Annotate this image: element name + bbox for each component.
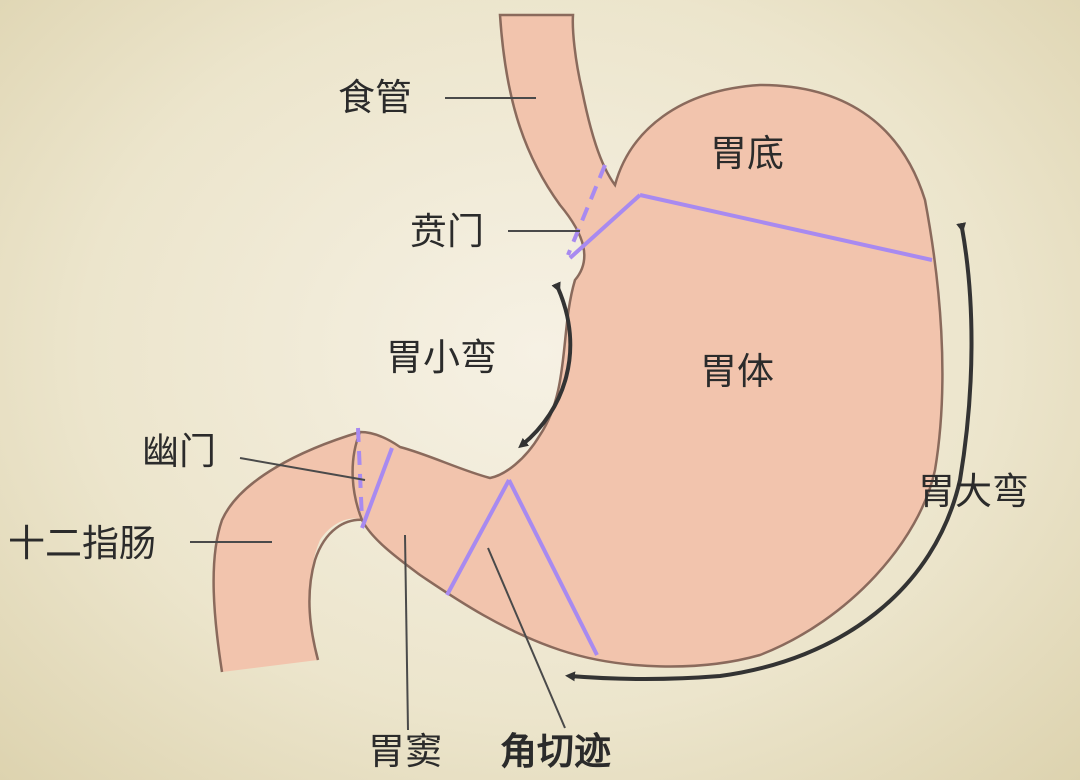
fundus-label: 胃底 (710, 132, 784, 175)
duodenum-outline (212, 430, 361, 673)
pylorus-dashed-line (356, 427, 364, 521)
angular-notch-pointer (487, 547, 566, 729)
greater-curvature-arrow (565, 222, 974, 682)
antrum-label: 胃窦 (368, 730, 442, 773)
cardia-label: 贲门 (410, 210, 484, 253)
duodenum-inner-outline (308, 518, 366, 661)
duodenum-shape (213, 432, 365, 672)
pylorus-label: 幽门 (142, 430, 216, 473)
antrum-divider-left (445, 479, 511, 596)
antrum-pointer (404, 534, 409, 731)
angular-notch-label: 角切迹 (500, 730, 611, 773)
body-label: 胃体 (700, 350, 774, 393)
pylorus-pointer (239, 457, 366, 481)
lesser-curvature-label: 胃小弯 (386, 336, 497, 379)
esophagus-label: 食管 (338, 76, 412, 119)
pylorus-line (360, 447, 394, 529)
duodenum-label: 十二指肠 (8, 522, 156, 565)
greater-curvature-label: 胃大弯 (918, 470, 1029, 513)
